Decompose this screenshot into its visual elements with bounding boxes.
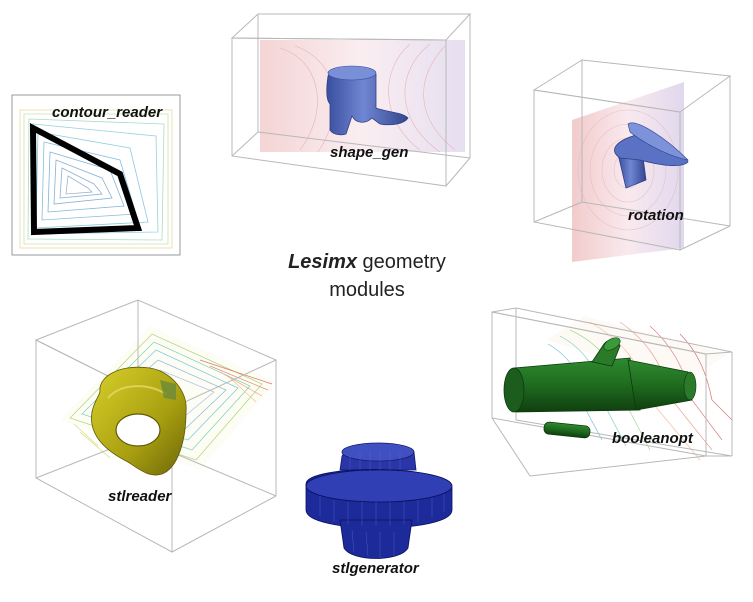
- title-emphasis: Lesimx: [288, 251, 357, 273]
- label-stlreader: stlreader: [108, 488, 172, 505]
- shape-gen-figure: [230, 13, 472, 187]
- stlgenerator-figure: [305, 442, 453, 559]
- diagram-title: Lesimx geometry modules: [262, 248, 472, 304]
- label-booleanopt: booleanopt: [612, 430, 693, 447]
- label-rotation: rotation: [628, 207, 684, 224]
- contour-reader-figure: [11, 94, 181, 256]
- stlreader-figure: [34, 299, 278, 553]
- title-rest: geometry: [357, 251, 446, 273]
- title-line2: modules: [329, 279, 405, 301]
- label-stlgenerator: stlgenerator: [332, 560, 419, 577]
- label-shape-gen: shape_gen: [330, 144, 409, 161]
- booleanopt-figure: [491, 307, 733, 477]
- label-contour-reader: contour_reader: [52, 104, 163, 121]
- rotation-figure: [532, 59, 732, 262]
